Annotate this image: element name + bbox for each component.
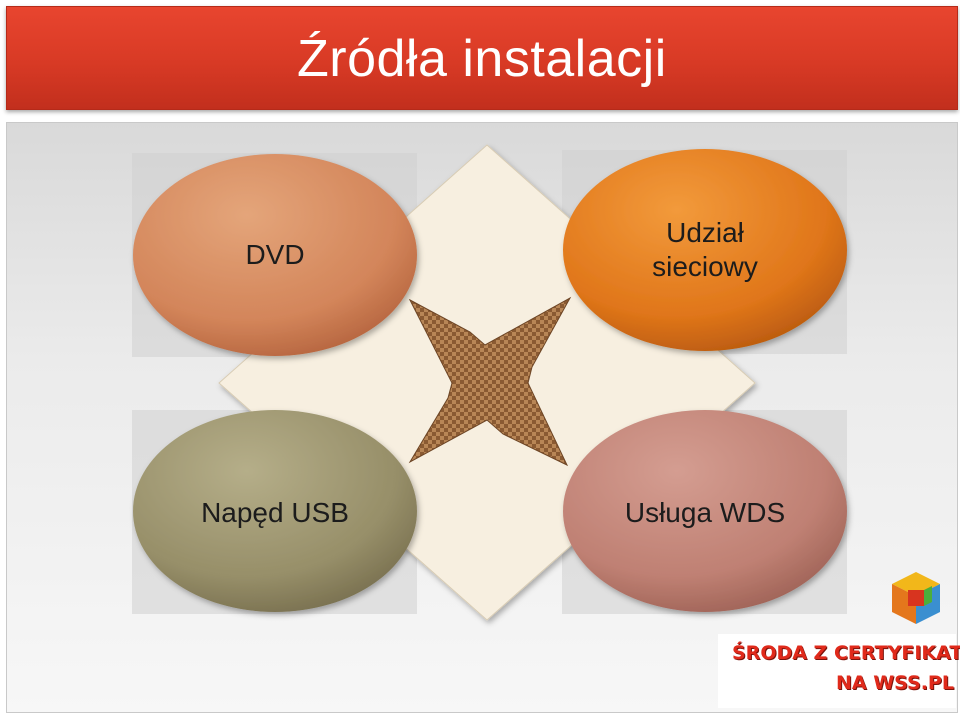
footer-logo: ŚRODA Z CERTYFIKATEM NA WSS.PL (718, 634, 960, 708)
title-bar: Źródła instalacji (6, 6, 958, 110)
dvd-label: DVD (245, 239, 305, 270)
footer-logo-line2: NA WSS.PL (836, 672, 954, 694)
dvd-node (133, 154, 417, 356)
footer-logo-line1: ŚRODA Z CERTYFIKATEM (732, 642, 960, 664)
usb-label: Napęd USB (201, 497, 349, 528)
network-share-label: Udział sieciowy (652, 217, 758, 282)
wds-node (563, 410, 847, 612)
cross-connector-shape (408, 296, 572, 467)
wds-label: Usługa WDS (624, 497, 786, 528)
network-share-node (563, 149, 847, 351)
cube-logo-icon (892, 572, 940, 624)
usb-node (133, 410, 417, 612)
slide-title: Źródła instalacji (297, 30, 667, 88)
